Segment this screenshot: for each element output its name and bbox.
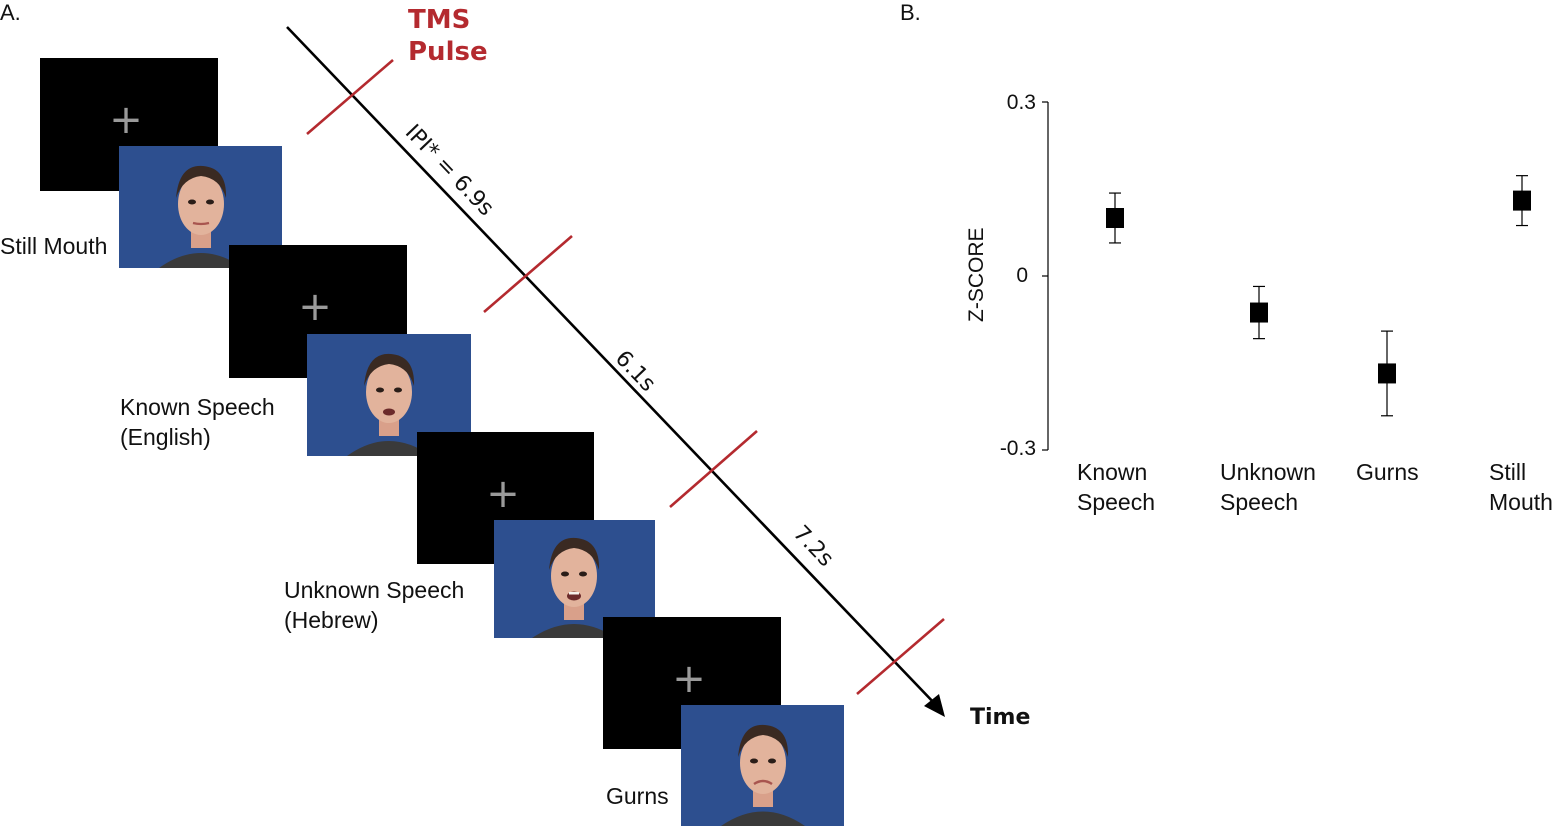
face-image-icon: [681, 705, 844, 826]
face-image-icon: [307, 334, 471, 456]
x-category-label: Known Speech: [1077, 459, 1156, 515]
data-point-marker: [1378, 363, 1396, 384]
x-category-label: Gurns: [1356, 459, 1419, 485]
tms-pulse-marker: [856, 618, 945, 695]
y-axis-label: Z-SCORE: [965, 227, 988, 323]
fixation-cross-icon: +: [298, 284, 332, 330]
fixation-cross-icon: +: [672, 656, 706, 702]
panel-a-label: A.: [0, 0, 21, 25]
tms-pulse-marker: [306, 59, 394, 135]
face-gurns: [681, 705, 844, 826]
time-axis-label: Time: [970, 705, 1031, 730]
tms-pulse-label: TMS Pulse: [408, 5, 488, 67]
fixation-cross-icon: +: [486, 471, 520, 517]
condition-label-unknown-speech: Unknown Speech (Hebrew): [284, 577, 465, 633]
y-tick-label: -0.3: [999, 437, 1036, 460]
panel-b-label: B.: [900, 0, 921, 25]
data-point-marker: [1250, 302, 1268, 323]
x-category-label: Still Mouth: [1489, 459, 1553, 515]
timeline: [286, 26, 945, 717]
fixation-cross-icon: +: [109, 97, 143, 143]
zscore-chart: [1042, 101, 1531, 451]
y-tick-label: 0: [1016, 264, 1028, 287]
face-known-speech: [307, 334, 471, 456]
x-category-label: Unknown Speech: [1220, 459, 1316, 515]
condition-label-still-mouth: Still Mouth: [0, 233, 108, 259]
data-point-marker: [1106, 208, 1124, 228]
condition-label-known-speech: Known Speech (English): [120, 394, 275, 450]
tms-pulse-marker: [483, 235, 573, 313]
condition-label-gurns: Gurns: [606, 783, 669, 809]
data-point-marker: [1513, 190, 1531, 211]
y-tick-label: 0.3: [1006, 91, 1036, 114]
tms-pulse-marker: [669, 430, 758, 508]
timeline-arrowhead-icon: [924, 694, 945, 717]
timeline-axis: [286, 26, 938, 707]
